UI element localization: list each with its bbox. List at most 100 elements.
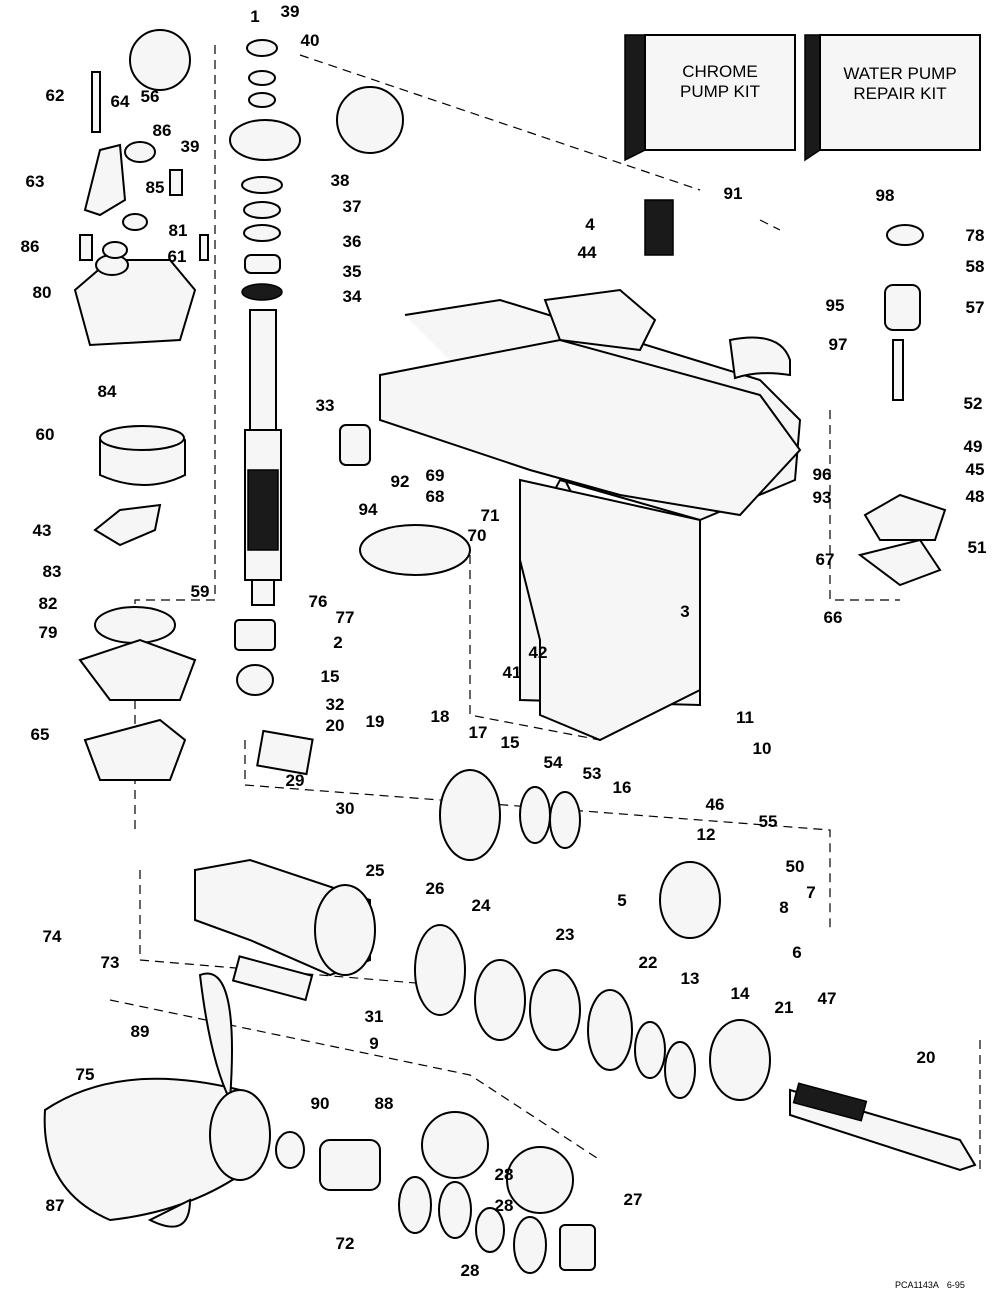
callout-58: 58 bbox=[966, 257, 985, 276]
callout-25: 25 bbox=[366, 861, 385, 880]
callout-30: 30 bbox=[336, 799, 355, 818]
callout-48: 48 bbox=[966, 487, 985, 506]
callout-90: 90 bbox=[311, 1094, 330, 1113]
callout-51: 51 bbox=[968, 538, 987, 557]
callout-17: 17 bbox=[469, 723, 488, 742]
callout-52: 52 bbox=[964, 394, 983, 413]
callout-89: 89 bbox=[131, 1022, 150, 1041]
callout-39: 39 bbox=[181, 137, 200, 156]
callout-92: 92 bbox=[391, 472, 410, 491]
propeller bbox=[43, 972, 271, 1228]
callout-93: 93 bbox=[813, 488, 832, 507]
callout-12: 12 bbox=[697, 825, 716, 844]
chrome-pump-kit-label: CHROME PUMP KIT bbox=[645, 62, 795, 102]
retaining-rings bbox=[414, 786, 696, 1099]
reverse-gear bbox=[709, 1019, 771, 1101]
callout-82: 82 bbox=[39, 594, 58, 613]
callout-33: 33 bbox=[316, 396, 335, 415]
callout-53: 53 bbox=[583, 764, 602, 783]
callout-60: 60 bbox=[36, 425, 55, 444]
callout-40: 40 bbox=[301, 31, 320, 50]
callout-83: 83 bbox=[43, 562, 62, 581]
callout-73: 73 bbox=[101, 953, 120, 972]
callout-11: 11 bbox=[736, 708, 754, 727]
callout-14: 14 bbox=[731, 984, 750, 1003]
callout-86: 86 bbox=[21, 237, 40, 256]
callout-10: 10 bbox=[753, 739, 772, 758]
callout-28: 28 bbox=[461, 1261, 480, 1280]
callout-31: 31 bbox=[365, 1007, 384, 1026]
callout-96: 96 bbox=[813, 465, 832, 484]
callout-36: 36 bbox=[343, 232, 362, 251]
callout-34: 34 bbox=[343, 287, 362, 306]
callout-23: 23 bbox=[556, 925, 575, 944]
callout-37: 37 bbox=[343, 197, 362, 216]
callout-27: 27 bbox=[624, 1190, 643, 1209]
callout-74: 74 bbox=[43, 927, 62, 946]
callout-54: 54 bbox=[544, 753, 563, 772]
callout-8: 8 bbox=[779, 898, 788, 917]
gearcase-housing bbox=[379, 298, 802, 742]
callout-4: 4 bbox=[585, 215, 595, 234]
callout-50: 50 bbox=[786, 857, 805, 876]
callout-7: 7 bbox=[806, 883, 815, 902]
driveshaft-stack bbox=[229, 39, 314, 776]
chrome-pump-kit-box bbox=[624, 34, 796, 162]
callout-65: 65 bbox=[31, 725, 50, 744]
callout-85: 85 bbox=[146, 178, 165, 197]
water-pump-repair-kit-box bbox=[804, 34, 981, 162]
drawing-code: PCA1143A bbox=[895, 1280, 939, 1290]
callout-87: 87 bbox=[46, 1196, 65, 1215]
callout-79: 79 bbox=[39, 623, 58, 642]
callout-71: 71 bbox=[481, 506, 500, 525]
callout-32: 32 bbox=[326, 695, 345, 714]
kit-small-parts bbox=[231, 199, 791, 1002]
callout-42: 42 bbox=[529, 643, 548, 662]
callout-18: 18 bbox=[431, 707, 450, 726]
callout-46: 46 bbox=[706, 795, 725, 814]
callout-64: 64 bbox=[111, 92, 130, 111]
water-pump-kit-line2: REPAIR KIT bbox=[853, 84, 947, 103]
callout-63: 63 bbox=[26, 172, 45, 191]
callout-1: 1 bbox=[250, 7, 259, 26]
callout-62: 62 bbox=[46, 86, 65, 105]
impeller-cup bbox=[93, 503, 162, 547]
callout-38: 38 bbox=[331, 171, 350, 190]
callout-77: 77 bbox=[336, 608, 355, 627]
impeller bbox=[99, 425, 186, 486]
callout-75: 75 bbox=[76, 1065, 95, 1084]
callout-78: 78 bbox=[966, 226, 985, 245]
callout-97: 97 bbox=[829, 335, 848, 354]
drawing-date: 6-95 bbox=[946, 1280, 965, 1290]
callout-86: 86 bbox=[153, 121, 172, 140]
callout-84: 84 bbox=[98, 382, 117, 401]
callout-88: 88 bbox=[375, 1094, 394, 1113]
callout-68: 68 bbox=[426, 487, 445, 506]
drawing-footer: PCA1143A 6-95 bbox=[895, 1280, 965, 1290]
callout-19: 19 bbox=[366, 712, 385, 731]
dashed-assembly-lines bbox=[109, 45, 981, 1170]
callout-80: 80 bbox=[33, 283, 52, 302]
pump-bracket-parts bbox=[79, 71, 209, 261]
callout-61: 61 bbox=[168, 247, 187, 266]
forward-gear bbox=[439, 769, 501, 861]
callout-29: 29 bbox=[286, 771, 305, 790]
callout-49: 49 bbox=[964, 437, 983, 456]
callout-95: 95 bbox=[826, 296, 845, 315]
callout-26: 26 bbox=[426, 879, 445, 898]
callout-28: 28 bbox=[495, 1165, 514, 1184]
propeller-shaft bbox=[789, 1082, 977, 1172]
water-pump-kit-line1: WATER PUMP bbox=[843, 64, 957, 83]
pump-plate bbox=[78, 638, 197, 701]
callout-13: 13 bbox=[681, 969, 700, 988]
callout-5: 5 bbox=[617, 891, 626, 910]
callout-69: 69 bbox=[426, 466, 445, 485]
callout-6: 6 bbox=[792, 943, 801, 962]
callout-44: 44 bbox=[578, 243, 597, 262]
callout-59: 59 bbox=[191, 582, 210, 601]
callout-47: 47 bbox=[818, 989, 837, 1008]
callout-16: 16 bbox=[613, 778, 632, 797]
chrome-pump-kit-line2: PUMP KIT bbox=[680, 82, 760, 101]
callout-21: 21 bbox=[775, 998, 794, 1017]
